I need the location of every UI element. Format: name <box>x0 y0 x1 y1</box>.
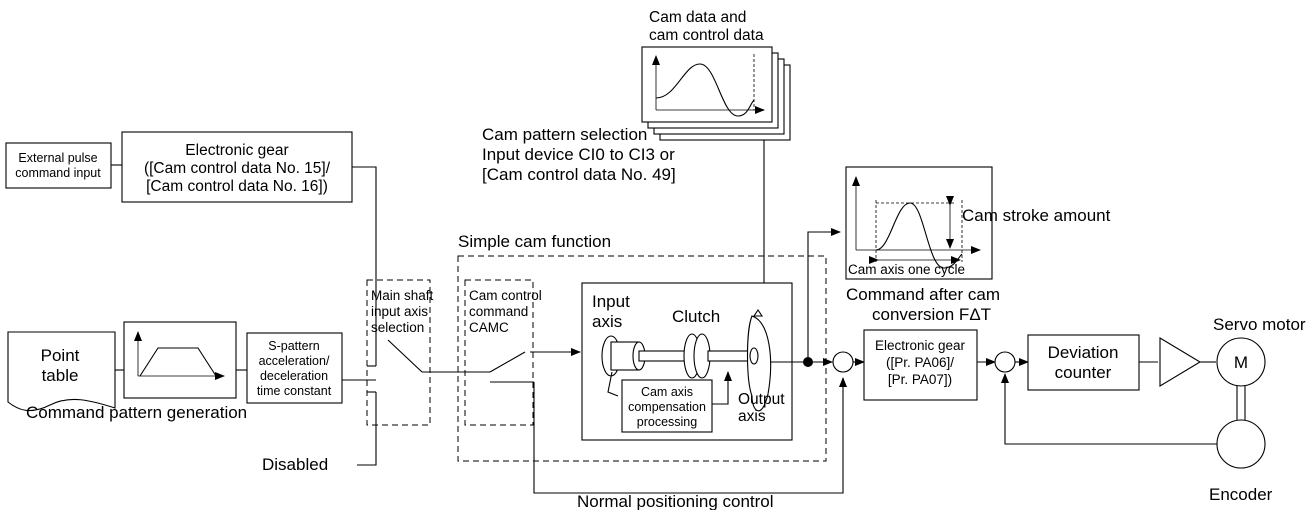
command-pattern-box <box>123 321 237 399</box>
main-shaft-line1: Main shaft <box>371 288 434 303</box>
egear-pa-line3: [Pr. PA07]) <box>888 372 952 387</box>
s-pattern-box <box>246 332 343 404</box>
cam-command-line3: CAMC <box>469 320 509 335</box>
electronic-gear-cam-box <box>121 131 353 203</box>
compensation-box <box>621 379 713 433</box>
egear-pa-line2: ([Pr. PA06]/ <box>886 355 954 370</box>
command-pattern-label: Command pattern generation <box>26 403 247 422</box>
clutch-label: Clutch <box>672 307 720 326</box>
simple-cam-label: Simple cam function <box>458 232 611 251</box>
s-pattern-line1: S-pattern <box>268 339 319 353</box>
point-table-line1: Point <box>41 346 80 365</box>
servo-motor-circle <box>1216 337 1266 387</box>
summing-junction-1 <box>832 351 854 373</box>
point-table-shape <box>7 331 116 412</box>
cam-mechanism-drawing <box>601 309 772 412</box>
main-shaft-line3: selection <box>371 320 424 335</box>
cam-selection-line2: Input device CI0 to CI3 or <box>482 145 675 164</box>
egear-cam-line1: Electronic gear <box>185 142 288 159</box>
deviation-line1: Deviation <box>1048 343 1119 362</box>
output-axis-line1: Output <box>738 391 785 408</box>
cam-command-switch <box>489 348 847 494</box>
disabled-label: Disabled <box>262 455 328 474</box>
cam-selection-line3: [Cam control data No. 49] <box>482 165 676 184</box>
external-pulse-line1: External pulse <box>18 151 97 165</box>
cam-axis-one-cycle: Cam axis one cycle <box>848 262 965 277</box>
s-pattern-line2: acceleration/ <box>259 354 330 368</box>
encoder-circle <box>1216 419 1266 469</box>
cam-command-line1: Cam control <box>469 288 542 303</box>
input-axis-line1: Input <box>592 292 630 311</box>
cmd-after-line2: conversion FΔT <box>872 305 991 324</box>
compensation-line2: compensation <box>628 400 706 414</box>
cam-command-line2: command <box>469 304 528 319</box>
compensation-line1: Cam axis <box>641 385 693 399</box>
point-table-line2: table <box>42 366 79 385</box>
cam-stroke-amount: Cam stroke amount <box>962 206 1111 225</box>
cam-data-title-line2: cam control data <box>649 27 764 44</box>
summing-junction-2 <box>994 351 1016 373</box>
electronic-gear-pa-box <box>863 329 978 401</box>
deviation-line2: counter <box>1055 363 1112 382</box>
egear-cam-line2: ([Cam control data No. 15]/ <box>144 160 331 177</box>
amplifier-triangle <box>1159 337 1202 387</box>
motor-letter: M <box>1234 353 1248 372</box>
egear-pa-line1: Electronic gear <box>875 338 966 353</box>
external-pulse-line2: command input <box>15 166 101 180</box>
main-shaft-line2: input axis <box>371 304 428 319</box>
main-shaft-switch <box>342 339 490 466</box>
cam-data-title-line1: Cam data and <box>649 9 746 26</box>
input-axis-line2: axis <box>592 312 622 331</box>
s-pattern-line4: time constant <box>257 384 332 398</box>
encoder-feedback-line <box>1001 373 1217 445</box>
main-shaft-selection-frame <box>366 279 431 426</box>
output-axis-line2: axis <box>738 408 766 425</box>
encoder-label: Encoder <box>1209 485 1273 504</box>
deviation-counter-box <box>1027 334 1140 391</box>
cam-data-stack: Cam data and cam control data <box>641 9 791 141</box>
egear-cam-line3: [Cam control data No. 16]) <box>146 178 328 195</box>
compensation-line3: processing <box>637 415 697 429</box>
normal-positioning-label: Normal positioning control <box>577 492 774 510</box>
cmd-after-line1: Command after cam <box>846 285 1000 304</box>
cam-selection-line1: Cam pattern selection <box>482 125 647 144</box>
servo-motor-label: Servo motor <box>1213 315 1306 334</box>
s-pattern-line3: deceleration <box>260 369 328 383</box>
